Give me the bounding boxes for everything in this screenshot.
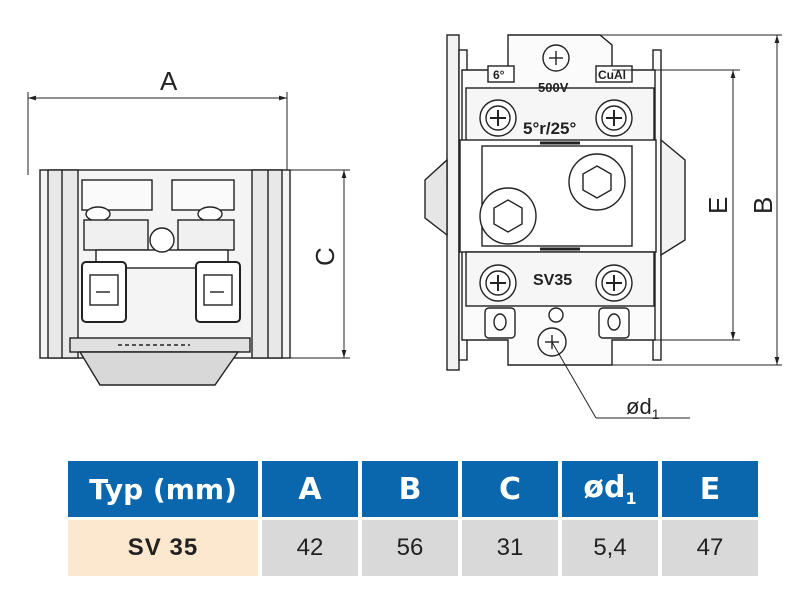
header-b: B (362, 461, 458, 517)
dim-label-d1: ød1 (626, 394, 660, 422)
marking-torque: 5°r/25° (523, 119, 577, 138)
dim-label-b: B (748, 197, 778, 214)
header-c: C (462, 461, 558, 517)
dimension-table: Typ (mm) A B C ød1 E SV 35 42 56 31 5,4 … (64, 458, 762, 579)
cell-type: SV 35 (68, 520, 258, 576)
technical-drawing: A C E B ød1 6° 500V CuAl 5°r/25° SV35 (27, 34, 782, 422)
header-d1-label: ød (583, 470, 626, 505)
marking-voltage: 500V (538, 80, 569, 95)
header-d1: ød1 (562, 461, 658, 517)
dim-label-e: E (703, 197, 733, 214)
header-e: E (662, 461, 758, 517)
marking-material: CuAl (598, 68, 626, 82)
cell-a: 42 (262, 520, 358, 576)
dim-label-c: C (310, 247, 340, 266)
cell-e: 47 (662, 520, 758, 576)
cell-b: 56 (362, 520, 458, 576)
side-view (27, 92, 350, 386)
marking-angle: 6° (493, 68, 505, 82)
header-d1-sub: 1 (625, 489, 637, 508)
header-a: A (262, 461, 358, 517)
table-header-row: Typ (mm) A B C ød1 E (68, 461, 758, 517)
table-row: SV 35 42 56 31 5,4 47 (68, 520, 758, 576)
front-view (424, 34, 782, 419)
dim-label-a: A (160, 66, 178, 96)
cell-d1: 5,4 (562, 520, 658, 576)
header-type: Typ (mm) (68, 461, 258, 517)
cell-c: 31 (462, 520, 558, 576)
marking-model: SV35 (533, 272, 572, 289)
